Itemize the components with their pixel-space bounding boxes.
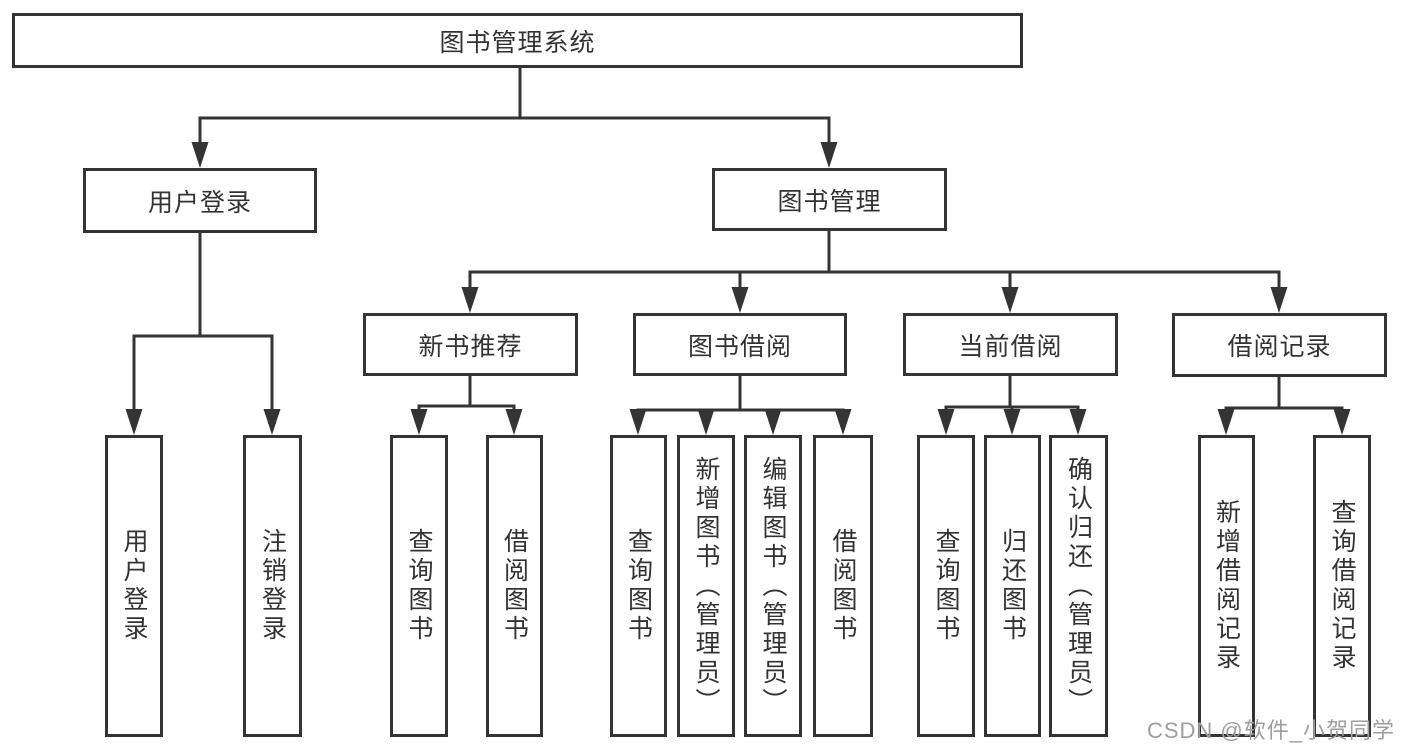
node-label: 注销登录	[258, 528, 287, 644]
node-label: 查询图书	[624, 528, 653, 644]
node-cur-borrow: 当前借阅	[903, 313, 1118, 376]
node-label: 用户登录	[120, 528, 148, 644]
node-bb-add: 新增图书（管理员）	[677, 435, 735, 737]
node-label: 确认归还（管理员）	[1064, 455, 1093, 717]
node-bb-query: 查询图书	[610, 435, 667, 737]
node-label: 新书推荐	[418, 332, 523, 361]
node-label: 借阅记录	[1227, 333, 1332, 361]
node-label: 用户登录	[147, 188, 252, 217]
node-ul-login: 用户登录	[105, 435, 163, 737]
node-ul-logout: 注销登录	[243, 435, 302, 737]
node-bb-borrow: 借阅图书	[813, 435, 873, 737]
node-cb-confirm: 确认归还（管理员）	[1049, 435, 1108, 737]
node-nr-borrow: 借阅图书	[486, 435, 543, 737]
node-borrow-rec: 借阅记录	[1172, 313, 1387, 377]
node-bb-edit: 编辑图书（管理员）	[744, 435, 802, 737]
node-book-mgmt: 图书管理	[712, 168, 947, 231]
node-label: 借阅图书	[829, 528, 857, 644]
node-label: 图书借阅	[687, 332, 792, 361]
node-label: 当前借阅	[958, 332, 1063, 361]
node-cb-query: 查询图书	[917, 435, 975, 737]
node-label: 新增借阅记录	[1212, 499, 1241, 673]
node-label: 归还图书	[998, 528, 1027, 644]
node-nr-query: 查询图书	[390, 435, 448, 737]
node-label: 查询借阅记录	[1328, 499, 1356, 673]
watermark-text: CSDN @软件_小贺同学	[1146, 718, 1395, 743]
node-user-login: 用户登录	[83, 168, 317, 233]
node-root: 图书管理系统	[12, 13, 1023, 68]
node-label: 新增图书（管理员）	[692, 455, 720, 717]
node-label: 查询图书	[932, 528, 960, 644]
node-cb-return: 归还图书	[984, 435, 1041, 737]
node-br-add: 新增借阅记录	[1198, 435, 1255, 737]
node-label: 编辑图书（管理员）	[759, 455, 787, 717]
node-label: 查询图书	[405, 528, 433, 644]
node-label: 图书管理	[777, 187, 882, 216]
node-label: 借阅图书	[500, 528, 529, 644]
node-new-rec: 新书推荐	[363, 313, 578, 376]
node-label: 图书管理系统	[439, 28, 596, 57]
node-br-query: 查询借阅记录	[1313, 435, 1371, 737]
node-book-borrow: 图书借阅	[633, 313, 847, 376]
